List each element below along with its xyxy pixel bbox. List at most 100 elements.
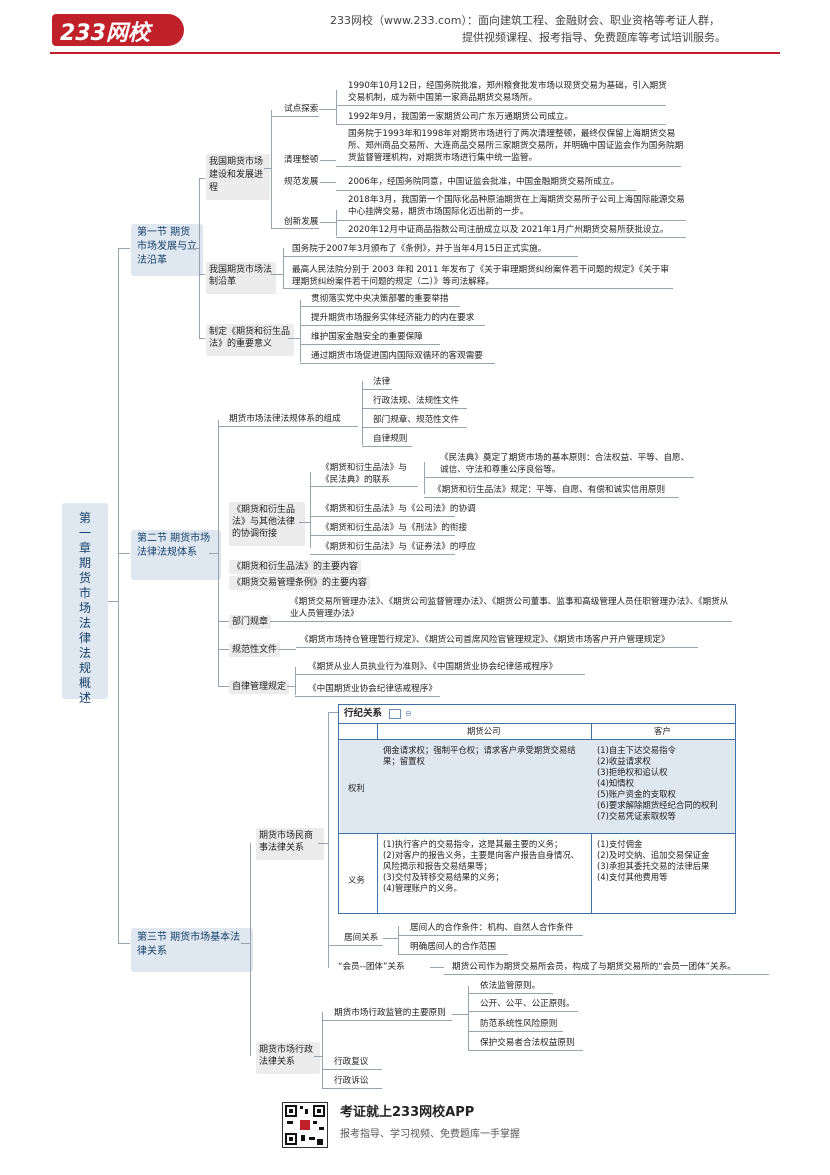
sec2-branch-line xyxy=(218,420,219,686)
principle-2: 公开、公平、公正原则。 xyxy=(480,999,575,1009)
legal-history-item-2: 最高人民法院分别于 2003 年和 2011 年发布了《关于审理期货纠纷案件若干… xyxy=(292,265,669,287)
normative-rule xyxy=(296,647,698,648)
sec1-branch-line xyxy=(199,178,200,338)
sec3-branch-line xyxy=(250,843,251,1056)
qr-code-icon[interactable] xyxy=(282,1102,328,1148)
civil-line xyxy=(328,712,329,968)
pilot-item-2-rule xyxy=(336,124,666,125)
dept-rules-text: 《期货交易所管理办法》、《期货公司监督管理办法》、《期货公司董事、监事和高级管理… xyxy=(290,597,729,619)
brand-logo-badge xyxy=(52,14,184,46)
trunk-link xyxy=(108,601,118,602)
innovate-item-1: 2018年3月，我国第一个国际化品种原油期货在上海期货交易所子公司上海国际能源交… xyxy=(348,195,685,217)
principles-link xyxy=(452,1014,468,1015)
sec1-b3-link xyxy=(199,338,205,339)
sec3-admin-node: 期货市场行政法律关系 xyxy=(256,1042,320,1074)
footer-title: 考证就上233网校APP xyxy=(340,1105,475,1120)
sec1-b1-line xyxy=(271,110,272,228)
admin-line xyxy=(322,1012,323,1088)
sec2-derivatives-law-node: 《期货和衍生品法》的主要内容 xyxy=(229,560,362,574)
table-title: 行纪关系 xyxy=(344,708,383,719)
self-reg-link xyxy=(287,686,295,687)
pilot-item-2: 1992年9月，我国第一家期货公司广东万通期货公司成立。 xyxy=(348,112,573,122)
sec2-self-regulation-node: 自律管理规定 xyxy=(229,680,290,694)
supervision-principles-rule xyxy=(322,1020,452,1021)
intermediary-rule xyxy=(328,945,383,946)
company-law-rule xyxy=(310,516,455,517)
significance-item-4: 通过期货市场促进国内国际双循环的客观需要 xyxy=(311,351,483,361)
regulate-link xyxy=(320,182,336,183)
legal-history-item-1: 国务院于2007年3月颁布了《条例》，并于当年4月15日正式实施。 xyxy=(292,244,547,254)
system-item-1: 法律 xyxy=(373,377,391,387)
coordination-line xyxy=(310,472,311,548)
system-item-3-rule xyxy=(362,427,467,428)
sec3-civil-node: 期货市场民商事法律关系 xyxy=(256,828,324,860)
pilot-underline xyxy=(271,116,319,117)
self-reg-item-1: 《期货从业人员执业行为准则》、《中国期货业协会纪律惩戒程序》 xyxy=(308,662,558,672)
innovate-line xyxy=(336,210,337,236)
table-rule-header-bottom xyxy=(339,739,735,740)
self-reg-item-2-rule xyxy=(295,696,440,697)
rectify-item-1: 国务院于1993年和1998年对期货市场进行了两次清理整顿，最终仅保留上海期货交… xyxy=(348,129,684,163)
sec1-development-node: 我国期货市场建设和发展进程 xyxy=(206,154,270,200)
table-col-company: 期货公司 xyxy=(467,726,501,736)
securities-law-item: 《期货和衍生品法》与《证券法》的呼应 xyxy=(321,542,476,552)
civil-code-item-1: 《民法典》奠定了期货市场的基本原则：合法权益、平等、自愿、诚信、守法和尊重公序良… xyxy=(440,453,690,475)
rectify-link xyxy=(320,160,336,161)
legal-history-link xyxy=(270,274,283,275)
intermediary-link xyxy=(383,938,398,939)
legal-history-line xyxy=(283,248,284,288)
significance-link xyxy=(288,338,300,339)
admin-litigation-item: 行政诉讼 xyxy=(334,1076,369,1086)
member-group-link xyxy=(430,967,444,968)
regulate-item-1: 2006年，经国务院同意，中国证监会批准，中国金融期货交易所成立。 xyxy=(348,177,620,187)
brand-url: www.233.com xyxy=(66,40,120,47)
significance-item-1: 贯彻落实党中央决策部署的重要举措 xyxy=(311,294,449,304)
civil-code-line xyxy=(424,462,425,494)
intermediary-item-1-rule xyxy=(398,935,583,936)
pilot-link xyxy=(319,109,336,110)
principle-1-rule xyxy=(468,993,553,994)
duties-company: (1)执行客户的交易指令，这是其最主要的义务； (2)对客户的报告义务，主要是向… xyxy=(383,839,580,893)
sec1-link xyxy=(191,248,199,249)
significance-item-2-rule xyxy=(300,325,485,326)
pilot-line xyxy=(336,90,337,124)
sec2-regulation-node: 《期货交易管理条例》的主要内容 xyxy=(229,576,371,590)
root-chapter-label: 第一章期货市场法律法规概述 xyxy=(78,511,91,705)
trunk-line xyxy=(118,248,119,943)
dept-rules-link-in xyxy=(218,621,229,622)
legal-history-item-1-rule xyxy=(283,256,578,257)
dept-rules-rule xyxy=(282,621,732,622)
sec1-b1-out xyxy=(264,168,271,169)
supervision-principles-label: 期货市场行政监管的主要原则 xyxy=(334,1008,446,1018)
duties-label: 义务 xyxy=(348,875,365,885)
civil-code-item-2-rule xyxy=(424,497,679,498)
rights-row-bg xyxy=(340,740,735,833)
rights-client: (1)自主下达交易指令 (2)收益请求权 (3)拒绝权和追认权 (4)知情权 (… xyxy=(597,745,718,821)
sec2-normative-node: 规范性文件 xyxy=(229,643,281,657)
self-reg-item-1-rule xyxy=(295,674,585,675)
coordination-link xyxy=(299,522,310,523)
rights-company: 佣金请求权；强制平仓权；请求客户承受期货交易结果；留置权 xyxy=(383,745,576,766)
civil-link xyxy=(318,843,328,844)
system-item-2-rule xyxy=(362,408,467,409)
innovate-item-2-rule xyxy=(336,237,686,238)
link-sec1 xyxy=(118,248,130,249)
principle-1: 依法监管原则。 xyxy=(480,981,541,991)
sec2-dept-rules-node: 部门规章 xyxy=(229,615,272,629)
system-item-4-rule xyxy=(362,446,412,447)
pilot-label: 试点探索 xyxy=(284,104,319,114)
link-sec2 xyxy=(118,553,130,554)
innovate-label: 创新发展 xyxy=(284,217,319,227)
principle-3: 防范系统性风险原则 xyxy=(480,1019,558,1029)
table-col-client: 客户 xyxy=(654,726,671,736)
table-rule-mid xyxy=(339,833,735,834)
principle-2-rule xyxy=(468,1011,578,1012)
brand-logo: 233网校 xyxy=(60,21,150,46)
root-chapter-node: 第一章期货市场法律法规概述 xyxy=(62,503,108,705)
collapse-icon[interactable]: ⊖ xyxy=(405,709,412,718)
self-reg-link-in xyxy=(218,686,229,687)
innovate-underline xyxy=(271,228,319,229)
pilot-item-1: 1990年10月12日，经国务院批准，郑州粮食批发市场以现货交易为基础，引入期货… xyxy=(348,81,667,103)
section-1-node: 第一节 期货市场发展与立法沿革 xyxy=(131,224,203,276)
brokerage-table: 行纪关系 ⊖ 期货公司 客户 权利 佣金请求权；强制平仓权；请求客户承受期货交易… xyxy=(338,704,736,914)
